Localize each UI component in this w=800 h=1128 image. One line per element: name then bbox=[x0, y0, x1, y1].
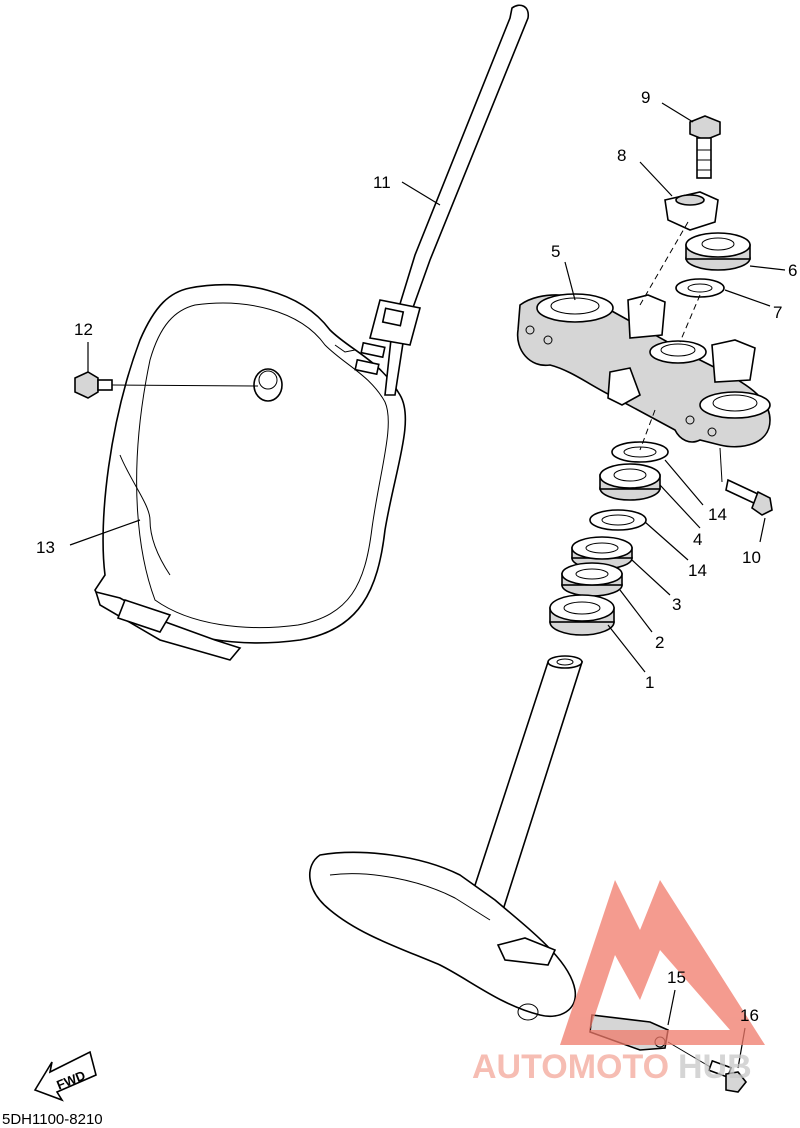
bolt-10 bbox=[719, 447, 773, 516]
lower-bracket bbox=[308, 655, 584, 1021]
callout-16: 16 bbox=[740, 1006, 759, 1025]
upper-bracket bbox=[516, 293, 771, 448]
washer-14-lower bbox=[589, 509, 647, 531]
callout-9: 9 bbox=[641, 88, 650, 107]
callout-14-lower: 14 bbox=[688, 561, 707, 580]
callout-4: 4 bbox=[693, 530, 702, 549]
plate-stay bbox=[334, 4, 530, 396]
callout-13: 13 bbox=[36, 538, 55, 557]
ring-nut-4 bbox=[599, 463, 661, 501]
race-2 bbox=[561, 562, 623, 597]
washer-7 bbox=[675, 278, 725, 298]
callout-7: 7 bbox=[773, 303, 782, 322]
brand-name-part2: HUB bbox=[678, 1048, 752, 1086]
callout-5: 5 bbox=[551, 242, 560, 261]
leader-lines bbox=[69, 102, 786, 1069]
part-code: 5DH1100-8210 bbox=[2, 1111, 103, 1128]
brand-logo-watermark: AUTOMOTO HUB bbox=[472, 880, 765, 1086]
number-plate bbox=[94, 283, 407, 661]
axis-lines bbox=[639, 221, 701, 451]
brand-name-part1: AUTOMOTO bbox=[472, 1048, 669, 1086]
washer-14-upper bbox=[611, 441, 669, 463]
bearing-1 bbox=[549, 594, 615, 636]
bolt-12 bbox=[74, 371, 259, 399]
handlebar-holder bbox=[664, 191, 719, 231]
callout-11: 11 bbox=[373, 173, 391, 192]
bolt-9 bbox=[689, 115, 721, 179]
callout-14-upper: 14 bbox=[708, 505, 727, 524]
damper-6 bbox=[685, 232, 751, 271]
callout-3: 3 bbox=[672, 595, 681, 614]
brand-logo-triangle-icon bbox=[560, 880, 765, 1045]
callout-1: 1 bbox=[645, 673, 654, 692]
callout-numbers: 1 2 3 4 5 6 7 8 9 10 11 12 13 14 14 15 1… bbox=[36, 88, 797, 1025]
callout-10: 10 bbox=[742, 548, 761, 567]
bolt-16 bbox=[667, 1041, 748, 1093]
callout-12: 12 bbox=[74, 320, 93, 339]
callout-8: 8 bbox=[617, 146, 626, 165]
callout-6: 6 bbox=[788, 261, 797, 280]
fwd-arrow-icon: FWD bbox=[33, 1050, 97, 1102]
callout-2: 2 bbox=[655, 633, 664, 652]
callout-15: 15 bbox=[667, 968, 686, 987]
